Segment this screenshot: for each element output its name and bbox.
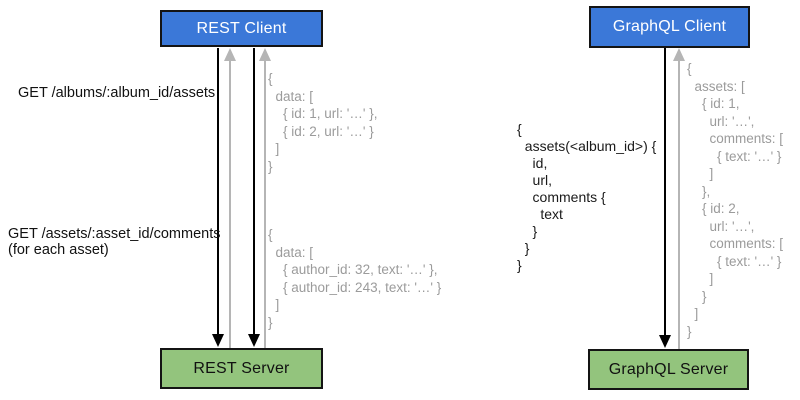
up-arrowhead-icon [259, 48, 271, 61]
rest-server-box: REST Server [160, 348, 323, 389]
rest-request-2-arrow [253, 48, 255, 335]
down-arrowhead-icon [248, 334, 260, 347]
up-arrowhead-icon [673, 48, 685, 61]
up-arrowhead-icon [224, 48, 236, 61]
graphql-response-code: { assets: [ { id: 1, url: '…', comments:… [687, 61, 784, 339]
graphql-response-arrow [678, 61, 680, 349]
graphql-server-label: GraphQL Server [608, 360, 729, 378]
down-arrowhead-icon [659, 335, 671, 348]
graphql-query-code: { assets(<album_id>) { id, url, comments… [517, 121, 657, 273]
down-arrowhead-icon [212, 334, 224, 347]
rest-client-box: REST Client [160, 10, 323, 47]
graphql-request-arrow [664, 48, 666, 336]
rest-request-2-label: GET /assets/:asset_id/comments (for each… [8, 226, 221, 258]
rest-request-1-arrow [217, 48, 219, 335]
rest-request-1-label: GET /albums/:album_id/assets [18, 85, 216, 101]
rest-client-label: REST Client [196, 19, 287, 37]
rest-response-2-arrow [264, 60, 266, 348]
rest-server-label: REST Server [193, 359, 290, 377]
rest-response-1-code: { data: [ { id: 1, url: '…' }, { id: 2, … [268, 71, 378, 174]
graphql-client-box: GraphQL Client [589, 6, 750, 48]
rest-response-1-arrow [229, 60, 231, 348]
rest-response-2-code: { data: [ { author_id: 32, text: '…' }, … [268, 227, 442, 330]
graphql-server-box: GraphQL Server [588, 349, 749, 390]
graphql-client-label: GraphQL Client [612, 18, 727, 35]
